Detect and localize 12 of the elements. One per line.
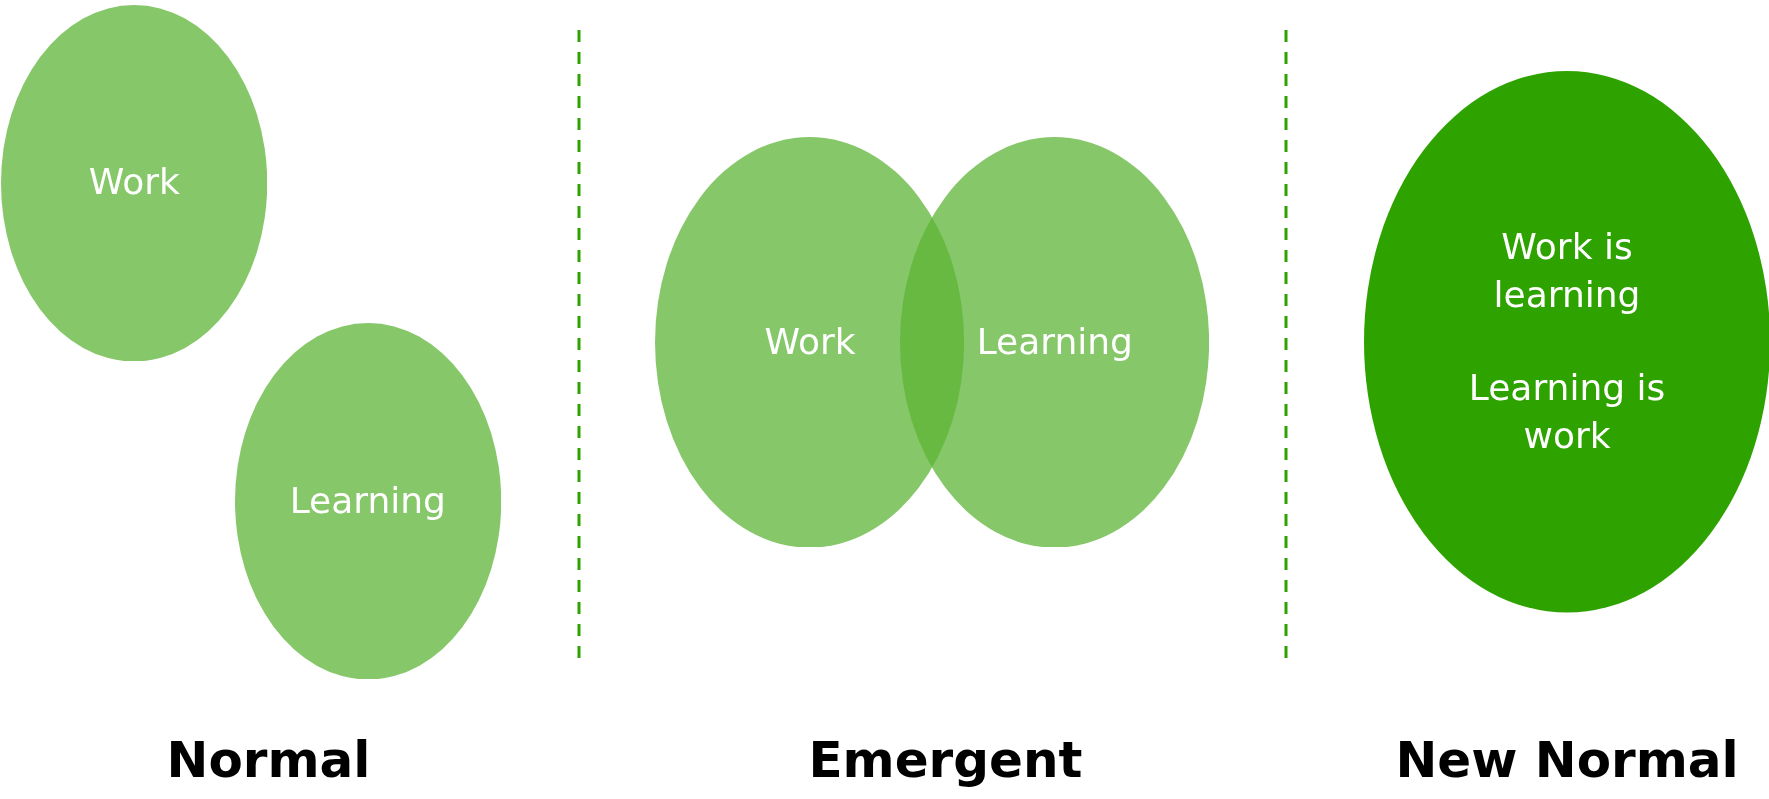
- ellipse-label: Learning: [289, 478, 446, 523]
- column-heading: Normal: [166, 731, 371, 790]
- ellipse-node: [1, 4, 268, 361]
- ellipse-label: Work: [764, 319, 856, 364]
- column-heading: Emergent: [808, 731, 1083, 790]
- column-heading: New Normal: [1395, 731, 1739, 790]
- ellipse-label: Learning is work: [1467, 365, 1667, 459]
- ellipse-label: Work: [88, 160, 180, 205]
- ellipse-label: Work is learning: [1492, 224, 1642, 318]
- ellipse-label: Learning: [976, 319, 1133, 364]
- ellipse-node: [234, 322, 501, 680]
- ellipse-node: [900, 136, 1210, 548]
